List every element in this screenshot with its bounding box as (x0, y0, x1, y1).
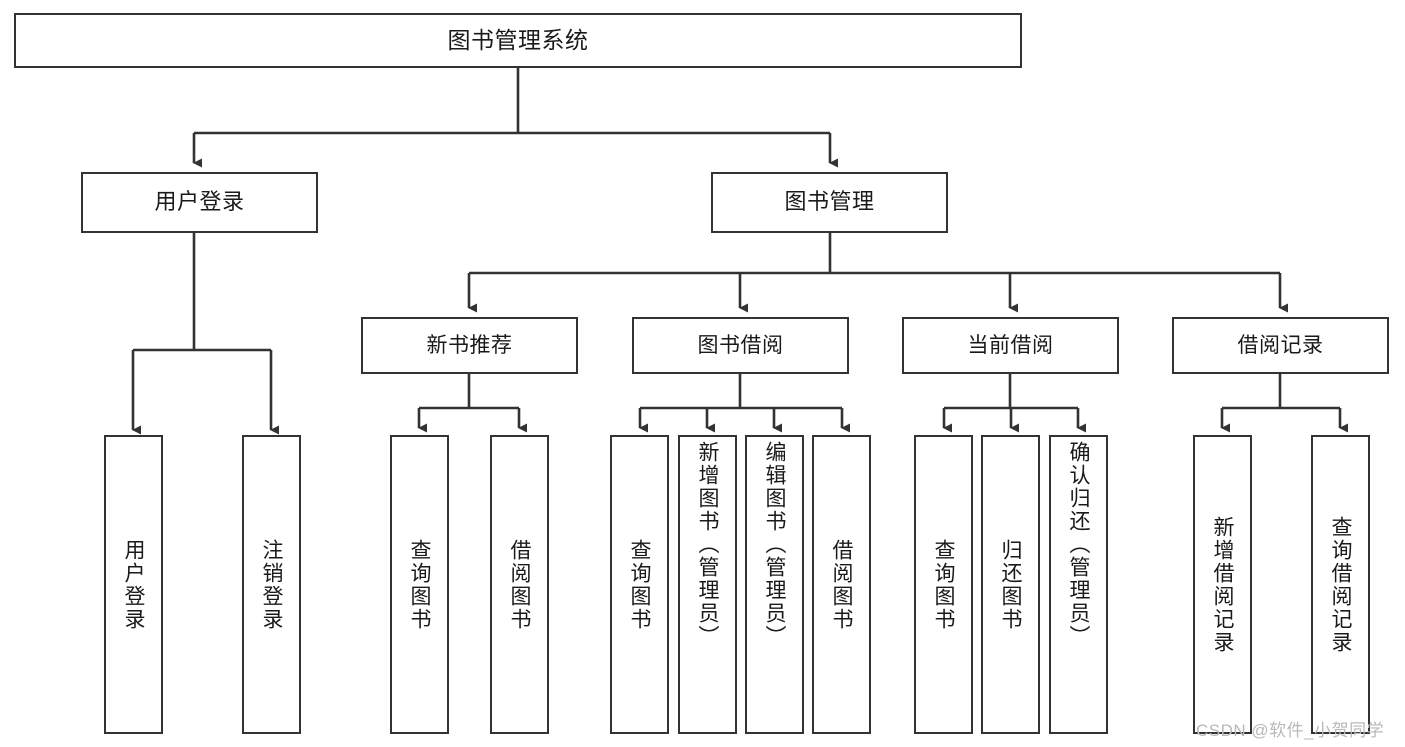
node-leaf-user-login-label: 用户登录 (122, 538, 145, 631)
node-leaf-query-book-2-label: 查询图书 (628, 538, 651, 631)
node-leaf-confirm-return-label: 确认归还（管理员） (1067, 441, 1090, 648)
node-leaf-add-record-label: 新增借阅记录 (1211, 515, 1234, 654)
node-leaf-query-book-3[interactable]: 查询图书 (914, 435, 973, 734)
node-leaf-query-record-label: 查询借阅记录 (1329, 515, 1352, 654)
node-leaf-edit-book[interactable]: 编辑图书（管理员） (745, 435, 804, 734)
node-book-borrow[interactable]: 图书借阅 (632, 317, 849, 374)
node-leaf-return-book-label: 归还图书 (999, 538, 1022, 631)
node-leaf-query-book-2[interactable]: 查询图书 (610, 435, 669, 734)
node-leaf-query-book-3-label: 查询图书 (932, 538, 955, 631)
node-leaf-query-book-1[interactable]: 查询图书 (390, 435, 449, 734)
node-leaf-query-record[interactable]: 查询借阅记录 (1311, 435, 1370, 734)
node-book-management[interactable]: 图书管理 (711, 172, 948, 233)
node-leaf-user-login[interactable]: 用户登录 (104, 435, 163, 734)
node-current-borrow[interactable]: 当前借阅 (902, 317, 1119, 374)
node-user-login-label: 用户登录 (154, 189, 245, 215)
node-leaf-borrow-book-1[interactable]: 借阅图书 (490, 435, 549, 734)
node-leaf-edit-book-label: 编辑图书（管理员） (763, 441, 786, 648)
node-new-book-recommend[interactable]: 新书推荐 (361, 317, 578, 374)
node-leaf-return-book[interactable]: 归还图书 (981, 435, 1040, 734)
node-leaf-add-book[interactable]: 新增图书（管理员） (678, 435, 737, 734)
node-leaf-query-book-1-label: 查询图书 (408, 538, 431, 631)
node-leaf-borrow-book-1-label: 借阅图书 (508, 538, 531, 631)
node-leaf-logout[interactable]: 注销登录 (242, 435, 301, 734)
node-leaf-borrow-book-2[interactable]: 借阅图书 (812, 435, 871, 734)
node-user-login[interactable]: 用户登录 (81, 172, 318, 233)
node-current-borrow-label: 当前借阅 (967, 333, 1054, 357)
node-book-management-label: 图书管理 (784, 189, 875, 215)
node-book-borrow-label: 图书借阅 (697, 333, 784, 357)
node-leaf-confirm-return[interactable]: 确认归还（管理员） (1049, 435, 1108, 734)
node-leaf-borrow-book-2-label: 借阅图书 (830, 538, 853, 631)
csdn-watermark: CSDN @软件_小贺同学 (1196, 721, 1385, 740)
node-leaf-logout-label: 注销登录 (260, 538, 283, 631)
node-leaf-add-record[interactable]: 新增借阅记录 (1193, 435, 1252, 734)
node-leaf-add-book-label: 新增图书（管理员） (696, 441, 719, 648)
node-borrow-record-label: 借阅记录 (1237, 333, 1324, 357)
node-root[interactable]: 图书管理系统 (14, 13, 1022, 68)
node-new-book-recommend-label: 新书推荐 (426, 333, 513, 357)
node-borrow-record[interactable]: 借阅记录 (1172, 317, 1389, 374)
node-root-label: 图书管理系统 (447, 27, 589, 54)
